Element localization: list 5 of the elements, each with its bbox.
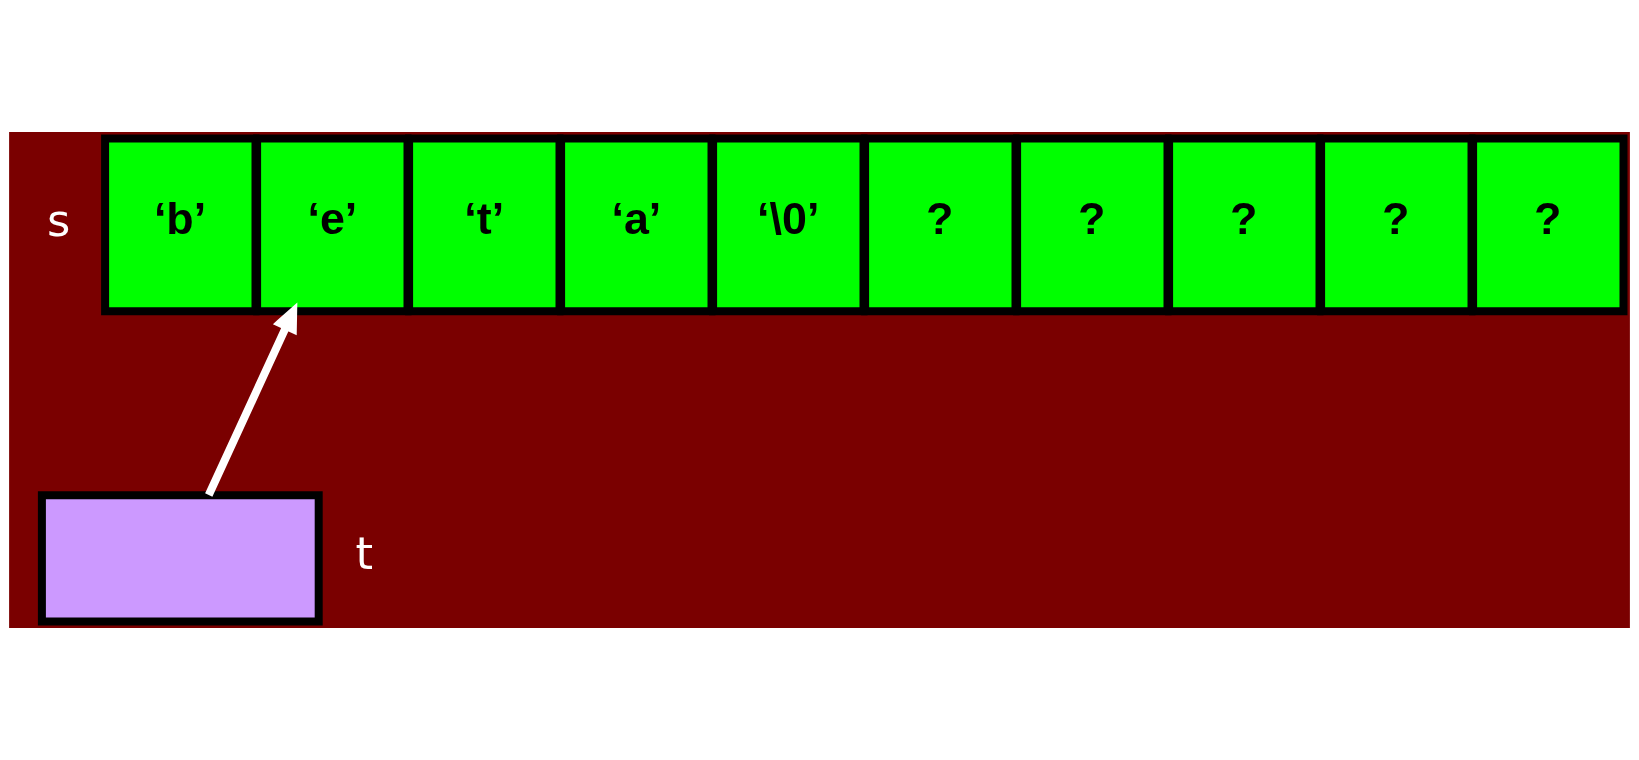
node-label: t xyxy=(355,527,374,581)
node-box: ? xyxy=(1469,134,1628,316)
arrow xyxy=(205,302,298,497)
node-box xyxy=(37,491,323,626)
label: s xyxy=(47,193,71,247)
